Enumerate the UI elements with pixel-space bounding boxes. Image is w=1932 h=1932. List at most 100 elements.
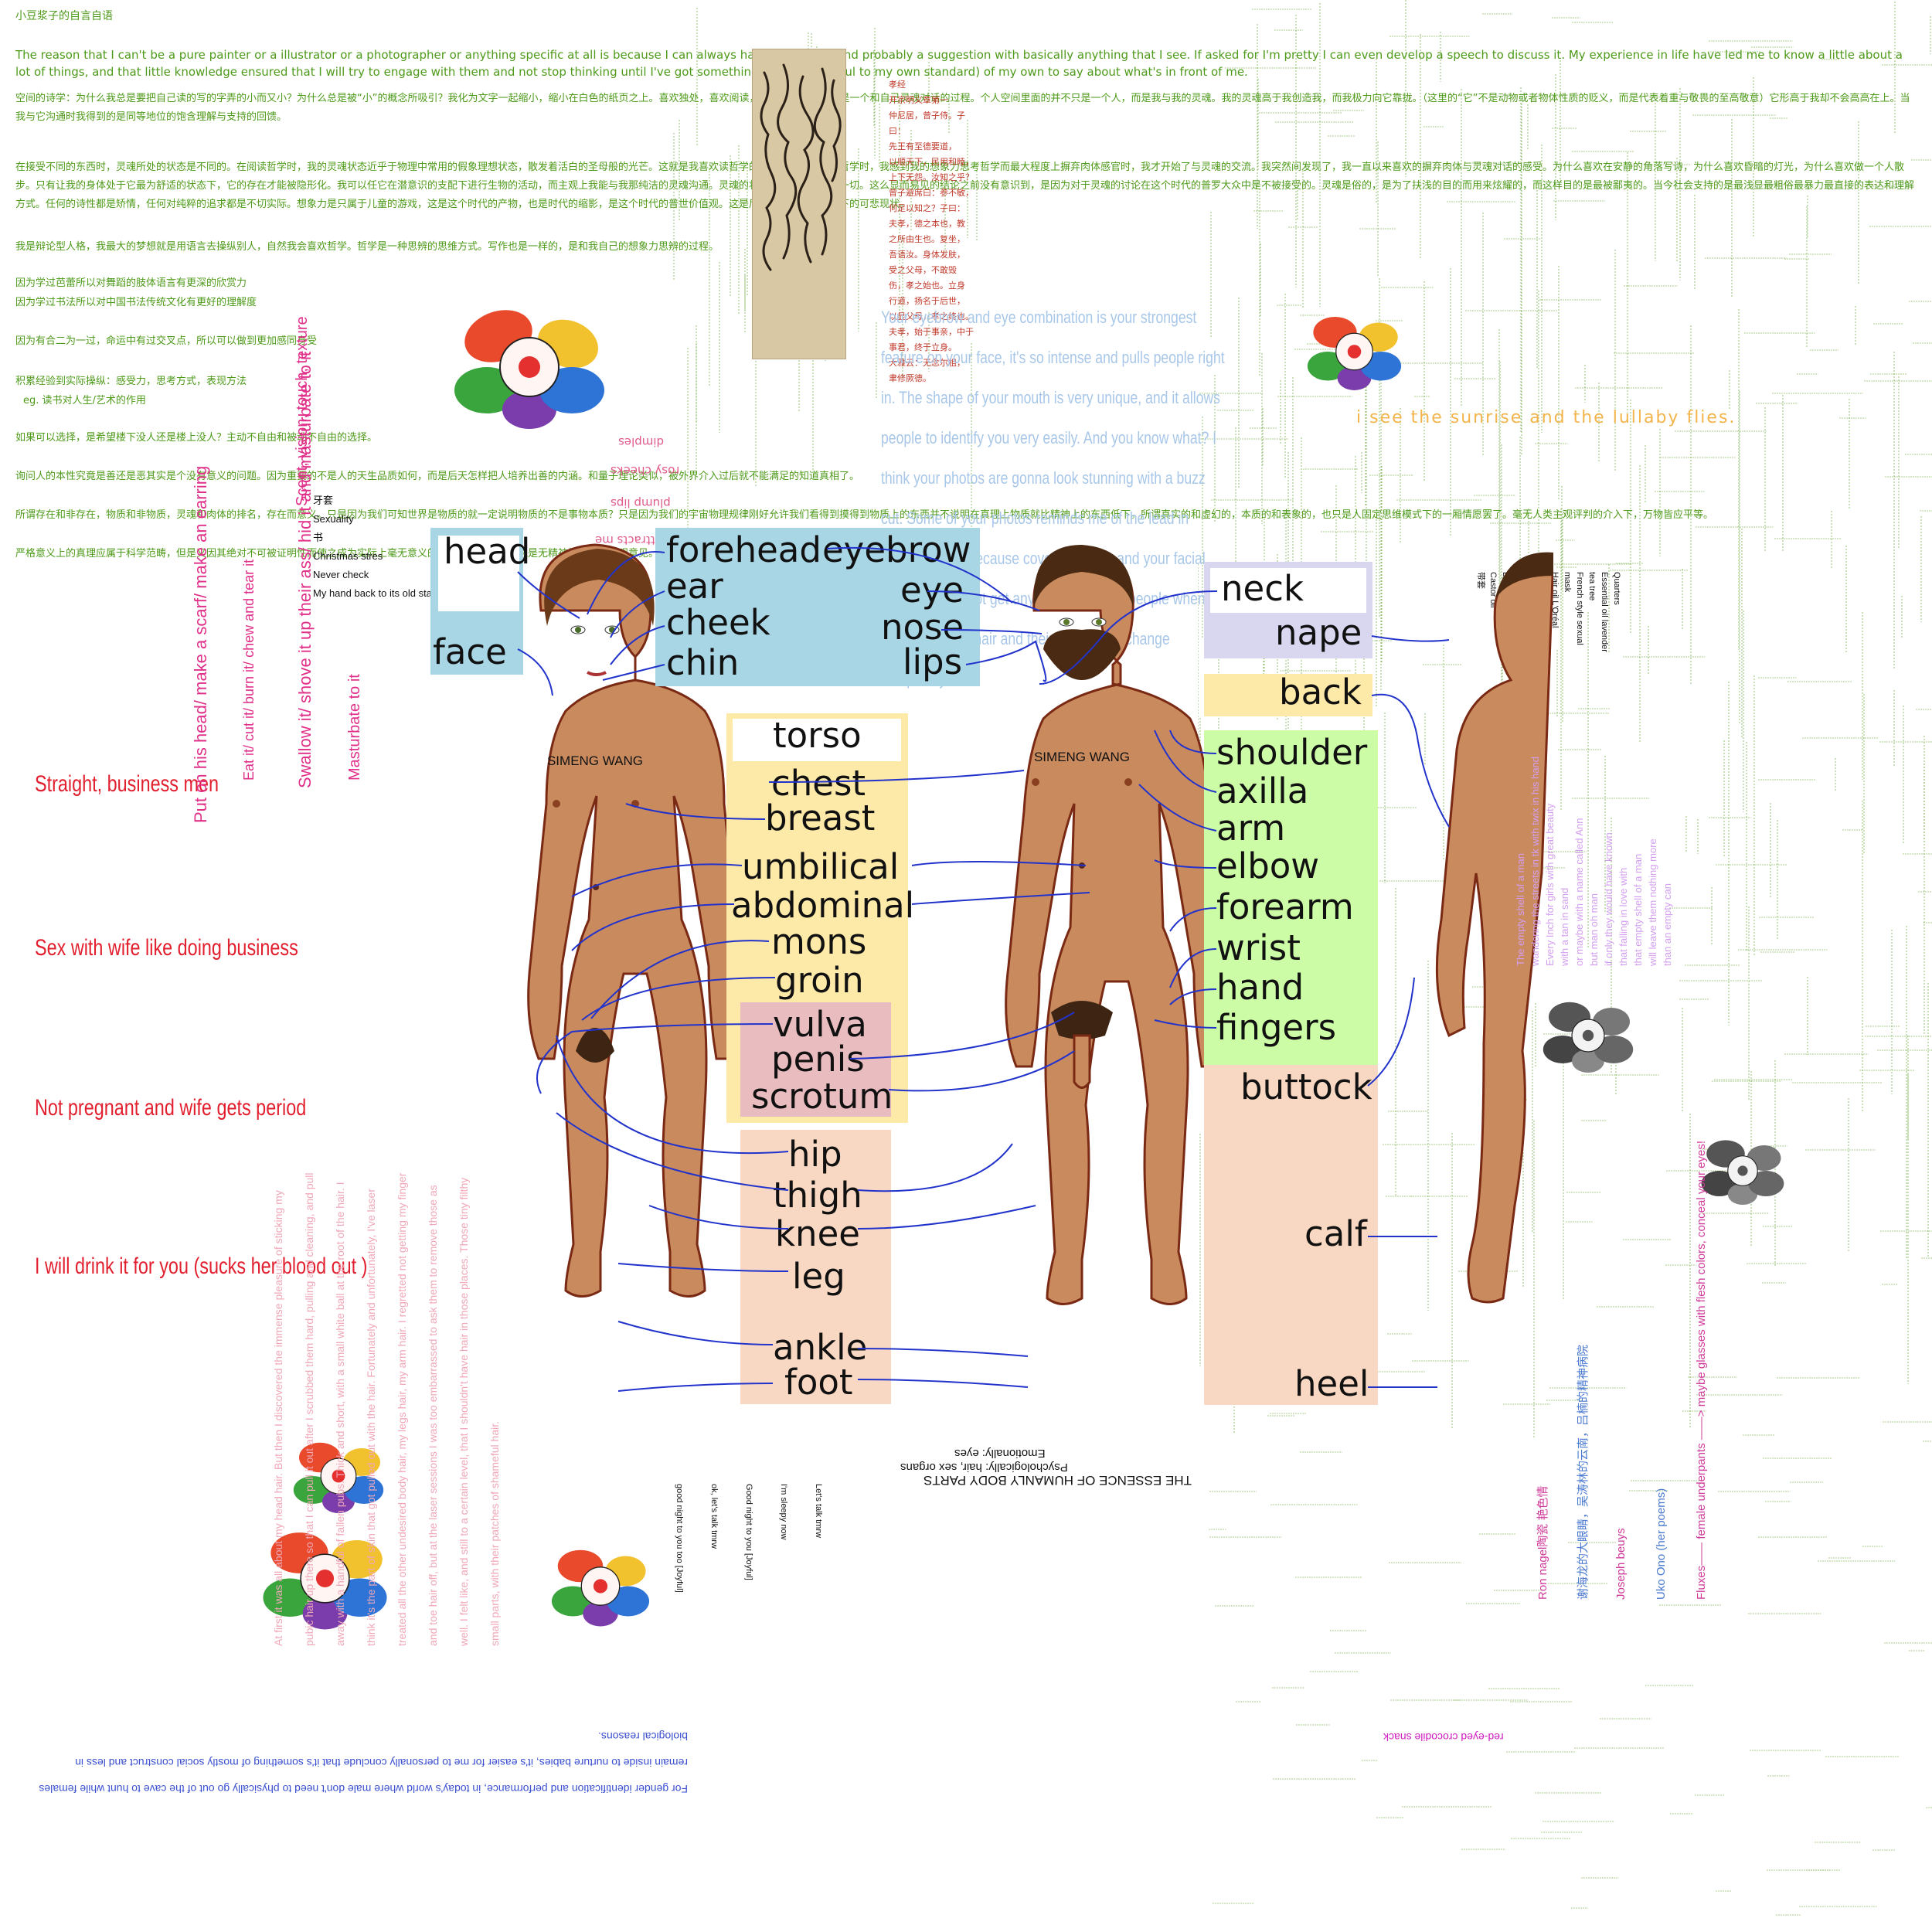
- pink-poem-line: Ron nagel陶瓷 艳色情: [1536, 1485, 1549, 1600]
- calligraphy-caption-line: 孝经: [889, 80, 906, 90]
- flower-icon: [454, 310, 604, 429]
- label-forehead: forehead: [666, 529, 821, 570]
- purple-poem-line: will leave them nothing more: [1647, 838, 1658, 966]
- label-thigh: thigh: [773, 1175, 862, 1216]
- calligraphy-caption-line: 曾子避席曰：参不敏，: [889, 188, 974, 198]
- label-box-face-parts-right: [818, 528, 980, 686]
- lyric-text: i see the sunrise and the lullaby flies.: [1356, 408, 1736, 427]
- calligraphy-caption-line: 先王有至德要道，: [889, 141, 957, 151]
- essay-paragraph-1: 空间的诗学：为什么我总是要把自己读的写的字弄的小而又小？为什么总是被“小”的概念…: [15, 93, 1910, 123]
- essay-line: 询问人的本性究竟是善还是恶其实是个没有意义的问题。因为重要的不是人的天生品质如何…: [15, 471, 860, 482]
- label-box-face-parts-left: [655, 528, 818, 686]
- label-scrotum: scrotum: [751, 1076, 893, 1117]
- red-note: Sex with wife like doing business: [35, 935, 298, 961]
- calligraphy-caption-line: 仲尼居，曾子侍。子曰：: [889, 111, 965, 136]
- essay-paragraph-2: 在接受不同的东西时，灵魂所处的状态是不同的。在阅读哲学时，我的灵魂状态近乎于物理…: [15, 162, 1915, 210]
- calligraphy-caption-line: 何足以知之？子曰：: [889, 203, 965, 213]
- purple-poem-line: Every Inch for girls with great beauty: [1544, 803, 1556, 966]
- essay-line: 因为学过芭蕾所以对舞蹈的肢体语言有更深的欣赏力: [15, 277, 247, 289]
- essence-sub: Emotionally: eyes: [954, 1447, 1046, 1460]
- label-box-back: [1204, 674, 1372, 716]
- red-note: Not pregnant and wife gets period: [35, 1095, 307, 1121]
- red-note: Straight, business men: [35, 771, 219, 797]
- label-lips: lips: [903, 641, 963, 682]
- purple-poem-line: if only they would have known: [1603, 832, 1614, 966]
- label-chin: chin: [666, 642, 740, 683]
- label-fingers: fingers: [1216, 1007, 1337, 1048]
- flower-icon: [1307, 317, 1402, 390]
- calligraphy-caption-line: 开宗明义章第一: [889, 95, 948, 105]
- label-mons: mons: [771, 921, 867, 962]
- crocodile-note: red-eyed crocodile snack: [1383, 1731, 1504, 1743]
- calligraphy-caption-line: 聿修厥德。: [889, 373, 931, 383]
- label-box-arm: [1204, 730, 1378, 1086]
- label-umbilical: umbilical: [742, 846, 900, 887]
- essay-line: 因为学过书法所以对中国书法传统文化有更好的理解度: [15, 297, 257, 308]
- hair-essay: At first it was all about my head hair. …: [272, 1172, 501, 1647]
- page-title: 小豆浆子的自言自语: [15, 10, 113, 22]
- calligraphy-caption-line: 以顺天下，民用和睦，: [889, 157, 974, 167]
- essay-line: eg. 读书对人生/艺术的作用: [23, 395, 146, 406]
- label-back: back: [1279, 672, 1362, 713]
- label-nape: nape: [1275, 612, 1362, 653]
- calligraphy-caption-line: 大雅云：无念尔祖，: [889, 358, 965, 368]
- purple-poem-line: that falling in love with: [1617, 867, 1629, 966]
- center-list-item: Never check: [313, 569, 369, 580]
- vertical-note: Eat it/ cut it/ burn it/ chew and tear i…: [241, 559, 257, 781]
- essence-sub: Psychologically: hair, sex organs: [900, 1461, 1068, 1474]
- flower-icon-gray: [1543, 1002, 1634, 1073]
- label-forearm: forearm: [1216, 886, 1354, 927]
- purple-poem-line: than an empty can: [1662, 883, 1673, 966]
- label-arm: arm: [1216, 808, 1286, 849]
- label-shoulder: shoulder: [1216, 732, 1368, 773]
- flower-icon: [551, 1549, 650, 1627]
- vertical-note: Scent, vision, touch, texture: [294, 316, 311, 506]
- label-box-lower-back: [1204, 1065, 1378, 1405]
- label-cheek: cheek: [666, 602, 770, 643]
- center-list-item: Sexuality: [313, 513, 354, 525]
- label-eyebrow: eyebrow: [822, 529, 971, 570]
- male-figure: SIMENG WANG: [1005, 545, 1229, 1305]
- calligraphy-caption-line: 吾语汝。身体发肤，: [889, 250, 965, 260]
- label-abdominal: abdominal: [731, 885, 915, 926]
- essay-line: 因为有合二为一过，命运中有过交叉点，所以可以做到更加感同身受: [15, 335, 318, 347]
- female-figure-name: SIMENG WANG: [547, 753, 643, 768]
- label-nose: nose: [881, 607, 964, 648]
- pink-poem-line: Joseph beuys: [1614, 1528, 1628, 1600]
- calligraphy-caption-line: 夫孝，始于事亲，中于: [889, 327, 974, 337]
- essay-paragraph-3: 我是辩论型人格，我最大的梦想就是用语言去操纵别人，自然我会喜欢哲学。哲学是一种思…: [15, 241, 719, 253]
- chat-line: Let's talk tmrw: [814, 1484, 823, 1538]
- male-figure-name: SIMENG WANG: [1034, 750, 1130, 764]
- label-eye: eye: [900, 570, 964, 611]
- calligraphy-caption-line: 行道，扬名于后世，: [889, 296, 965, 306]
- calligraphy-caption-line: 夫孝，德之本也，教: [889, 219, 965, 229]
- label-neck: neck: [1221, 568, 1304, 609]
- center-list-item: 书: [313, 532, 324, 543]
- female-figure: SIMENG WANG: [527, 543, 743, 1298]
- intro-paragraph: The reason that I can't be a pure painte…: [15, 48, 1903, 79]
- label-knee: knee: [775, 1213, 860, 1254]
- label-chest: chest: [771, 763, 866, 804]
- pink-poem-line: 谢海龙的大眼睛，吴涛林的云南，吕楠的精神病院: [1577, 1344, 1590, 1600]
- center-list-item: Christmas stres: [313, 550, 383, 562]
- gender-paragraph: For gender identification and performanc…: [39, 1730, 688, 1795]
- label-ankle: ankle: [773, 1327, 868, 1368]
- calligraphy-caption-line: 事君，终于立身。: [889, 342, 957, 352]
- label-axilla: axilla: [1216, 770, 1309, 811]
- flower-icon-gray: [1701, 1140, 1784, 1205]
- label-leg: leg: [792, 1256, 845, 1297]
- chat-line: good night to you too [Joyful]: [675, 1484, 684, 1593]
- vertical-note: Masturbate to it: [346, 674, 363, 781]
- label-wrist: wrist: [1216, 927, 1301, 968]
- label-box-genitals: [740, 1002, 891, 1117]
- chat-line: I'm sleepy now: [779, 1484, 788, 1540]
- center-list-item: 牙套: [313, 495, 334, 506]
- chat-line: ok, let's talk tmrw: [709, 1484, 719, 1549]
- label-breast: breast: [765, 798, 876, 838]
- label-face: face: [433, 631, 507, 672]
- red-note: I will drink it for you (sucks her blood…: [35, 1253, 368, 1279]
- green-text-rain: [1198, 0, 1932, 1916]
- label-buttock: buttock: [1240, 1066, 1372, 1107]
- label-box-head-inner: [438, 536, 519, 611]
